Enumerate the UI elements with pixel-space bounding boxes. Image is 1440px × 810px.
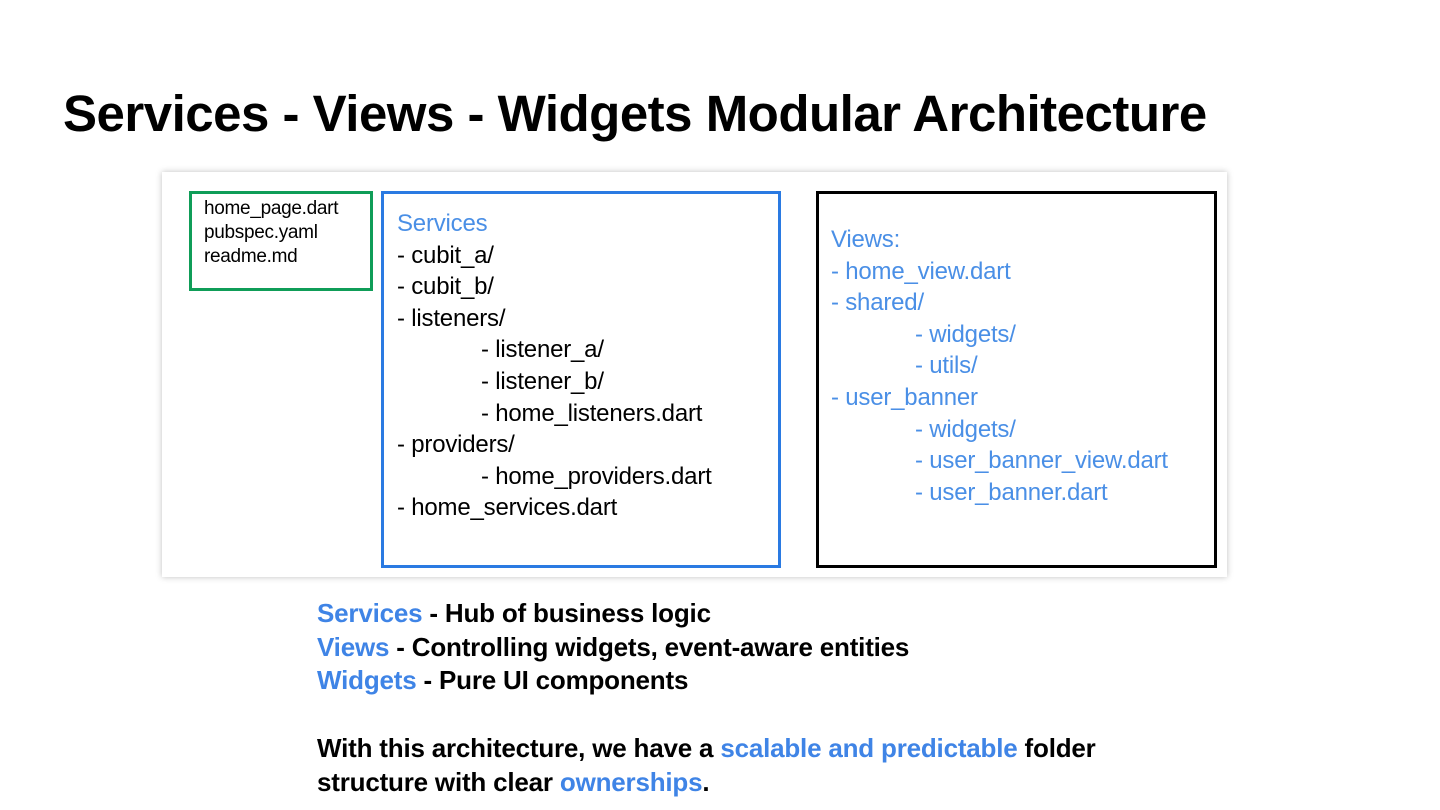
legend-term-views: Views [317,631,390,662]
summary-line-2-end: . [702,766,710,797]
views-box: Views: - home_view.dart - shared/ - widg… [816,191,1217,568]
summary-line-1: With this architecture, we have a scalab… [317,732,1096,766]
summary-line-2: structure with clear ownerships. [317,766,1096,800]
legend: Services - Hub of business logic Views -… [317,597,909,698]
summary-line-1-end: folder [1017,733,1096,763]
services-item-home-providers: - home_providers.dart [481,462,712,490]
summary-text: With this architecture, we have a scalab… [317,732,1096,799]
summary-line-1-start: With this architecture, we have a [317,733,721,763]
services-heading: Services [397,210,488,237]
views-heading: Views: [831,226,901,253]
legend-term-widgets: Widgets [317,665,417,695]
summary-line-2-start: structure with clear [317,766,560,797]
legend-row-views: Views - Controlling widgets, event-aware… [317,631,909,665]
services-item-listeners: - listeners/ [397,304,506,332]
services-item-cubit-a: - cubit_a/ [397,241,494,269]
views-item-user-banner-widgets: - widgets/ [915,415,1016,443]
file-item-pubspec: pubspec.yaml [204,222,318,243]
summary-highlight-ownerships: ownerships [559,766,703,797]
views-item-home-view: - home_view.dart [831,257,1011,285]
views-item-shared-widgets: - widgets/ [915,320,1016,348]
summary-highlight-scalable: scalable and predictable [720,733,1018,763]
services-item-providers: - providers/ [397,431,515,459]
architecture-diagram: home_page.dart pubspec.yaml readme.md Se… [162,172,1227,577]
legend-row-services: Services - Hub of business logic [317,597,909,631]
services-item-listener-b: - listener_b/ [481,367,604,395]
services-box: Services - cubit_a/ - cubit_b/ - listene… [381,191,781,568]
file-item-home-page: home_page.dart [204,198,339,219]
legend-description-views: - Controlling widgets, event-aware entit… [389,631,910,662]
services-item-listener-a: - listener_a/ [481,336,604,364]
page-title: Services - Views - Widgets Modular Archi… [63,85,1207,142]
views-item-shared-utils: - utils/ [915,352,978,380]
file-item-readme: readme.md [204,246,298,267]
legend-row-widgets: Widgets - Pure UI components [317,664,909,698]
views-item-user-banner: - user_banner [831,383,978,411]
legend-description-widgets: - Pure UI components [416,665,689,695]
services-item-home-listeners: - home_listeners.dart [481,399,703,427]
views-item-user-banner-dart: - user_banner.dart [915,478,1108,506]
services-item-cubit-b: - cubit_b/ [397,273,494,301]
views-item-shared: - shared/ [831,289,924,317]
root-files-box: home_page.dart pubspec.yaml readme.md [189,191,373,291]
services-item-home-services: - home_services.dart [397,494,618,522]
legend-description-services: - Hub of business logic [422,598,711,628]
legend-term-services: Services [317,598,423,628]
views-item-user-banner-view: - user_banner_view.dart [915,447,1168,475]
